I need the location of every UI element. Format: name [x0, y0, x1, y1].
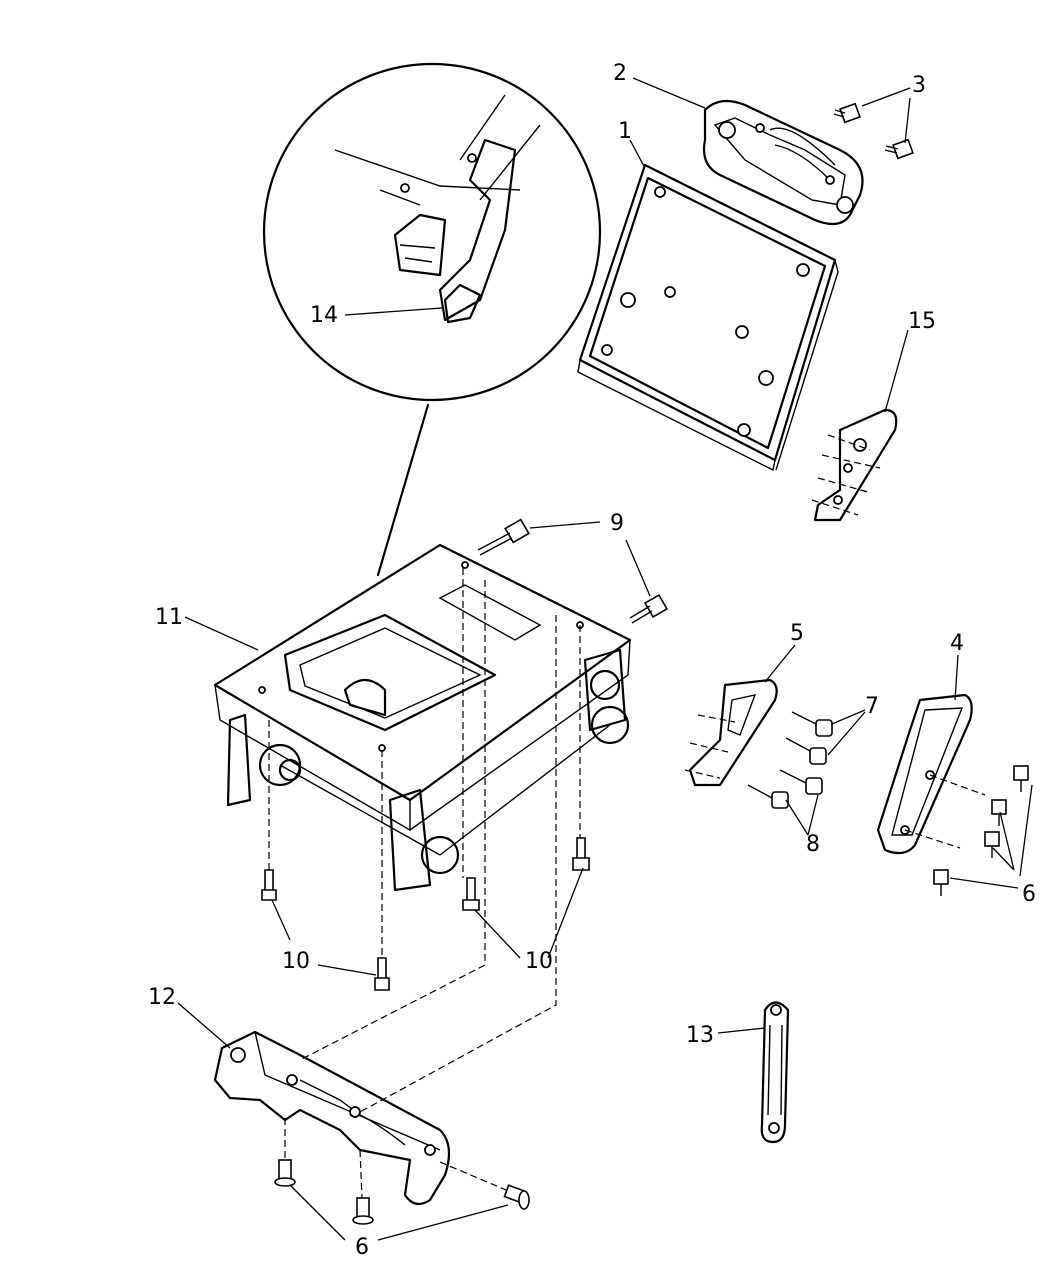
part-5-plate	[684, 678, 778, 787]
callout-10-left: 10	[282, 949, 310, 974]
callout-4: 4	[950, 631, 964, 656]
callout-5: 5	[790, 621, 804, 646]
callout-15: 15	[908, 309, 936, 334]
callout-3: 3	[912, 73, 926, 98]
callout-8: 8	[806, 832, 820, 857]
part-6-screws-right	[933, 765, 1029, 896]
part-11-seat-frame	[213, 543, 632, 892]
detail-view-circle	[262, 62, 602, 577]
part-4-pad	[876, 693, 986, 855]
part-6-screws-bottom	[274, 1159, 530, 1225]
part-2-handle-bracket	[702, 99, 864, 226]
callout-12: 12	[148, 985, 176, 1010]
part-1-tray	[577, 163, 839, 472]
alignment-lines	[268, 568, 581, 1199]
part-9-bolts	[477, 518, 669, 624]
callout-2: 2	[613, 61, 627, 86]
callout-labels: 2 3 1 15 14 9 11 5 4 7 8 6 10 10 12 13 6	[148, 61, 1036, 1260]
leader-lines	[177, 77, 1033, 1241]
part-10-bolts	[261, 837, 590, 991]
part-15-bracket	[811, 408, 898, 522]
part-12-cover	[213, 1030, 451, 1206]
callout-14: 14	[310, 303, 338, 328]
callout-9: 9	[610, 511, 624, 536]
callout-1: 1	[618, 119, 632, 144]
callout-6-right: 6	[1022, 882, 1036, 907]
part-3-screws	[833, 102, 914, 160]
part-13-link	[760, 1001, 790, 1144]
part-7-8-bolts	[747, 711, 833, 809]
callout-10-right: 10	[525, 949, 553, 974]
callout-6-bottom: 6	[355, 1235, 369, 1260]
callout-13: 13	[686, 1023, 714, 1048]
callout-11: 11	[155, 605, 183, 630]
callout-7: 7	[865, 694, 879, 719]
